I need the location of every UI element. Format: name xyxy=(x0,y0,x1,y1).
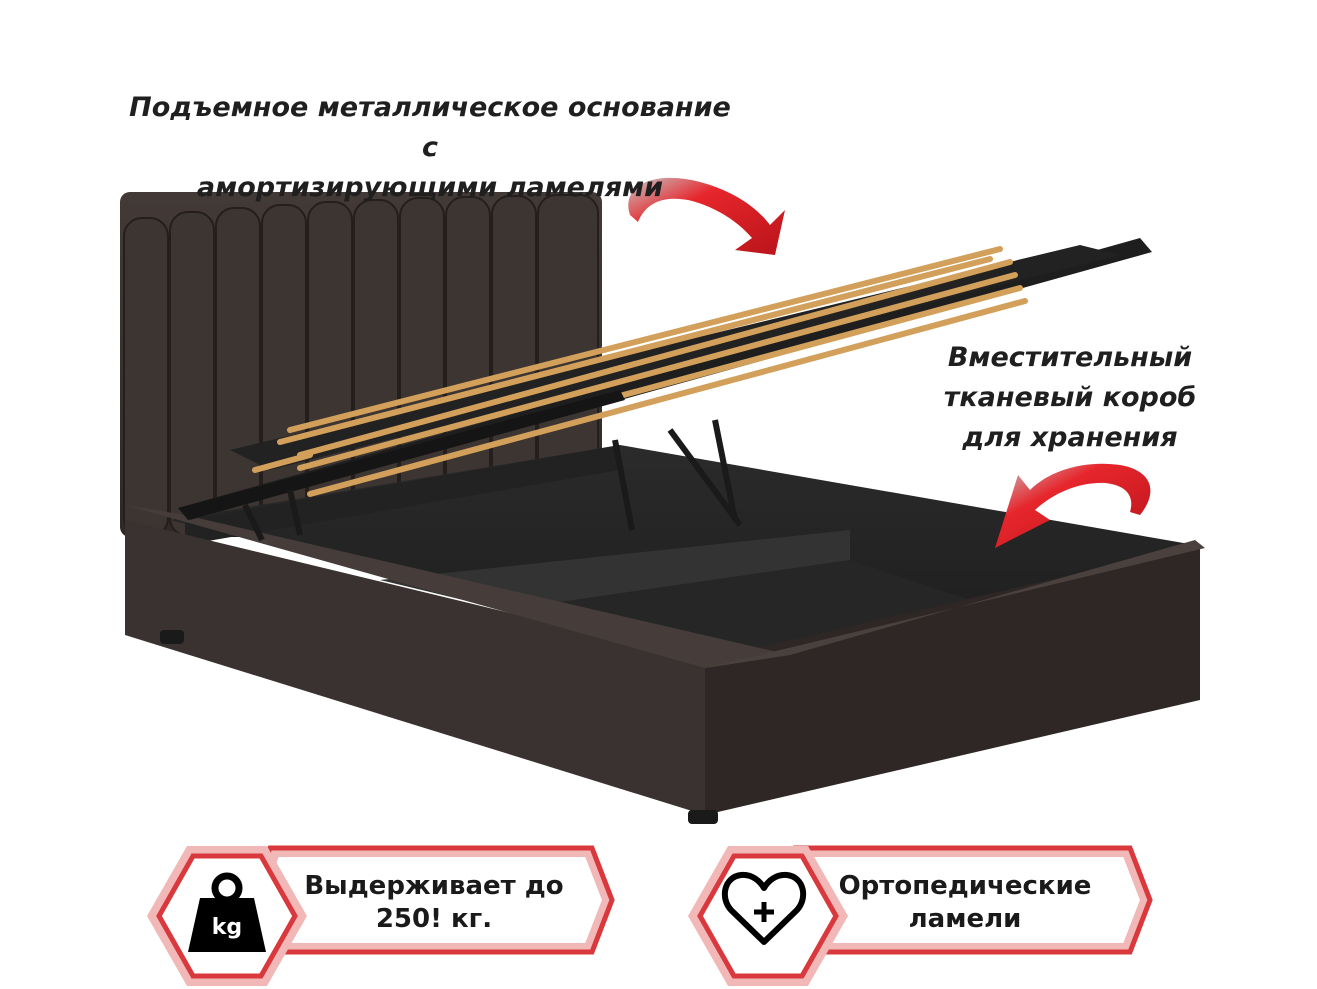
badge-weight: kg xyxy=(147,845,615,986)
weight-icon-label: kg xyxy=(212,915,242,940)
badge-orthopedic-text: Ортопедические ламели xyxy=(815,870,1115,936)
badge-orthopedic-line2: ламели xyxy=(908,904,1022,934)
callout-lift-base-line1: Подъемное металлическое основание с xyxy=(129,92,731,163)
bed-frame xyxy=(125,505,1205,824)
callout-storage-line3: для хранения xyxy=(962,422,1178,453)
callout-lift-base-line2: амортизирующими ламелями xyxy=(196,172,664,203)
callout-storage-line2: тканевый короб xyxy=(943,382,1197,413)
arrow-top-icon xyxy=(628,177,785,255)
badge-orthopedic-line1: Ортопедические xyxy=(838,871,1092,901)
callout-lift-base: Подъемное металлическое основание с амор… xyxy=(120,88,740,208)
lift-base xyxy=(178,238,1152,542)
callout-storage-line1: Вместительный xyxy=(947,342,1193,373)
weight-kg-icon: kg xyxy=(188,872,266,952)
heart-plus-icon xyxy=(721,871,807,945)
arrow-right-icon xyxy=(995,463,1151,548)
callout-storage-box: Вместительный тканевый короб для хранени… xyxy=(915,338,1225,458)
badge-weight-line1: Выдерживает до xyxy=(304,871,564,901)
badge-orthopedic xyxy=(688,845,1153,986)
badge-weight-line2: 250! кг. xyxy=(375,904,493,934)
badge-weight-text: Выдерживает до 250! кг. xyxy=(292,870,576,936)
